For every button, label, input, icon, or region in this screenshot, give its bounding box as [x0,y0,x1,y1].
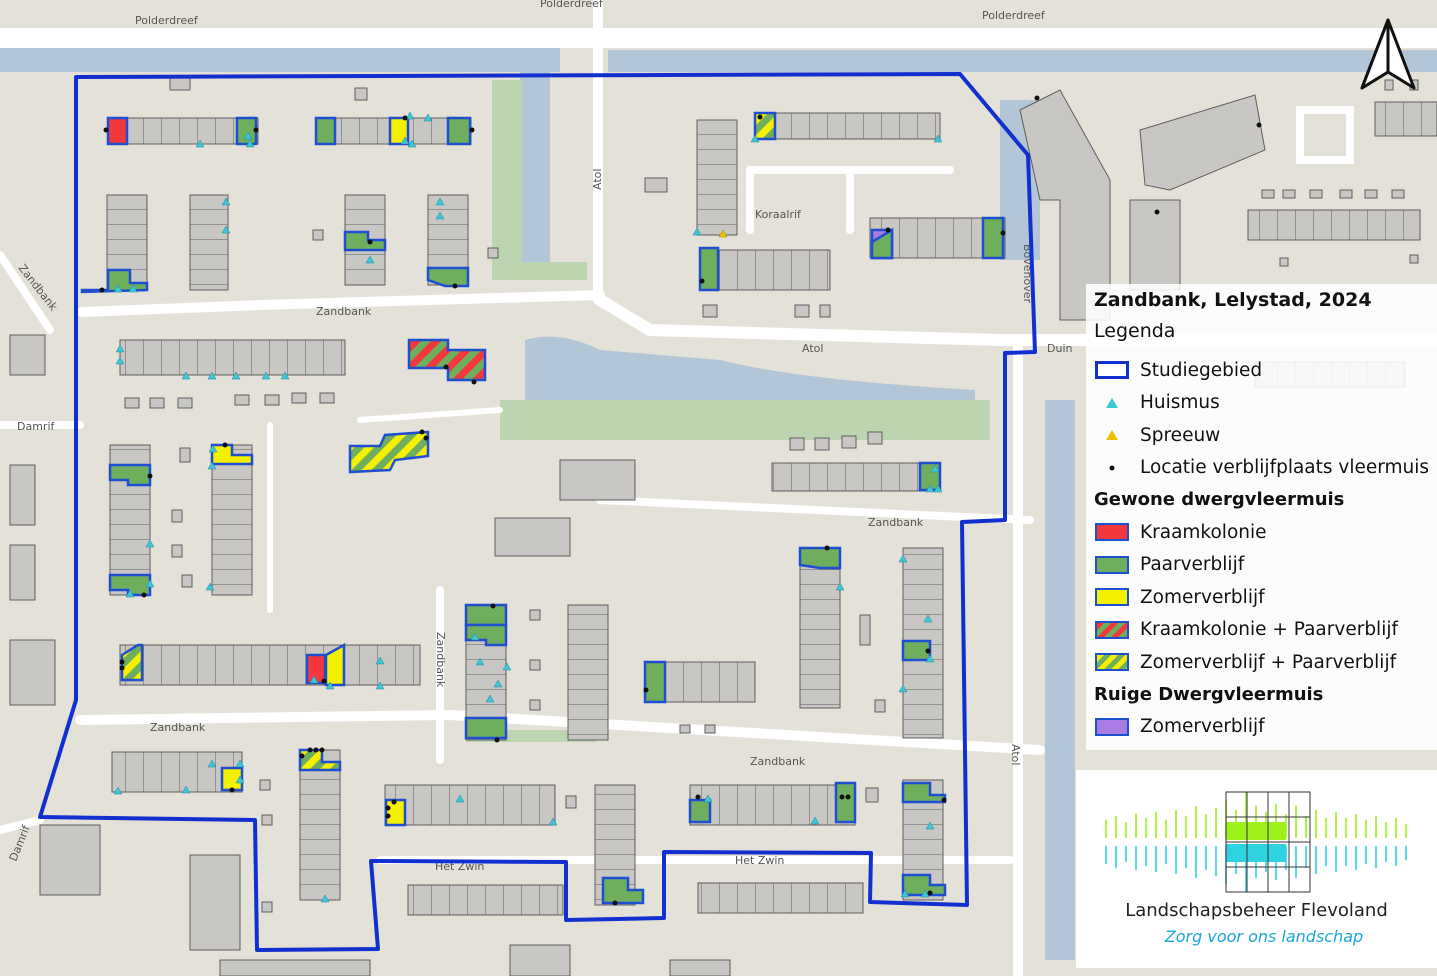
road-label-zandbank-3: Zandbank [750,755,806,768]
road-label-zandbank-vert: Zandbank [434,632,447,688]
legend-label: Kraamkolonie [1140,521,1267,543]
logo-panel: Landschapsbeheer Flevoland Zorg voor ons… [1076,770,1437,968]
legend-subtitle: Legenda [1094,320,1176,342]
legend-title: Zandbank, Lelystad, 2024 [1094,289,1372,311]
road-label-zandbank-4: Zandbank [868,516,924,529]
huismus-triangle-icon [1106,397,1118,408]
legend-item-paarverblijf: Paarverblijf [1094,549,1437,582]
sheds [124,79,1419,913]
road-label-polderdreef-right: Polderdreef [982,9,1046,22]
legend-section-ruige: Ruige Dwergvleermuis [1094,683,1324,705]
road-label-zandbank-1: Zandbank [316,305,372,318]
zomerverblijf-swatch [1095,588,1129,607]
water [0,48,1437,960]
legend-item-kraamkolonie: Kraamkolonie [1094,516,1437,549]
kraam-paar-swatch [1095,620,1129,639]
road-label-atol-right: Atol [1009,744,1022,765]
legend-label: Studiegebied [1140,359,1263,381]
road-label-koraalrif: Koraalrif [755,208,802,221]
legend-label: Zomerverblijf + Paarverblijf [1140,651,1397,673]
north-arrow-icon [1360,18,1416,90]
map-legend: Zandbank, Lelystad, 2024 Legenda Studieg… [1086,284,1437,750]
road-label-atol-vert: Atol [591,169,604,190]
legend-item-zomer-paar: Zomerverblijf + Paarverblijf [1094,646,1437,679]
spreeuw-markers [718,229,728,238]
study-area-boundary [38,72,1037,952]
legend-item-studiegebied: Studiegebied [1094,354,1437,387]
road-label-het-zwin-2: Het Zwin [735,854,784,867]
road-label-polderdreef-left: Polderdreef [135,14,199,27]
road-label-damrif: Damrif [17,420,56,433]
paarverblijf-swatch [1095,555,1129,574]
legend-label: Spreeuw [1140,424,1221,446]
spreeuw-triangle-icon [1106,430,1118,441]
legend-label: Paarverblijf [1140,554,1245,576]
logo-slogan-text: Zorg voor ons landschap [1164,927,1364,946]
logo-brand-text: Landschapsbeheer Flevoland [1125,900,1388,921]
legend-label: Kraamkolonie + Paarverblijf [1140,619,1398,641]
ruige-zomer-swatch [1095,717,1129,736]
zomer-paar-swatch [1095,653,1129,672]
legend-item-kraam-paar: Kraamkolonie + Paarverblijf [1094,614,1437,647]
legend-item-spreeuw: Spreeuw [1094,419,1437,452]
legend-item-zomerverblijf: Zomerverblijf [1094,581,1437,614]
legend-label: Huismus [1140,392,1220,414]
legend-label: Zomerverblijf [1140,586,1265,608]
road-label-zandbank-2: Zandbank [150,721,206,734]
legend-item-ruige-zomer: Zomerverblijf [1094,711,1437,744]
road-label-atol-horiz: Atol [802,342,823,355]
huismus-markers [113,111,943,903]
legend-item-huismus: Huismus [1094,387,1437,420]
boundary-swatch [1095,361,1129,380]
landschapsbeheer-logo-icon [1105,791,1407,893]
legend-section-gewone: Gewone dwergvleermuis [1094,489,1345,510]
bat-roosts [80,111,1005,905]
road-label-polderdreef-top-cut: Polderdreef [540,0,604,10]
road-label-duin: Duin [1047,342,1072,355]
kraamkolonie-swatch [1095,523,1129,542]
legend-item-locatie: Locatie verblijfplaats vleermuis [1094,452,1437,485]
bat-location-dots [99,95,1262,906]
legend-label: Locatie verblijfplaats vleermuis [1140,457,1430,479]
location-dot-icon [1109,465,1115,471]
legend-label: Zomerverblijf [1140,716,1265,738]
